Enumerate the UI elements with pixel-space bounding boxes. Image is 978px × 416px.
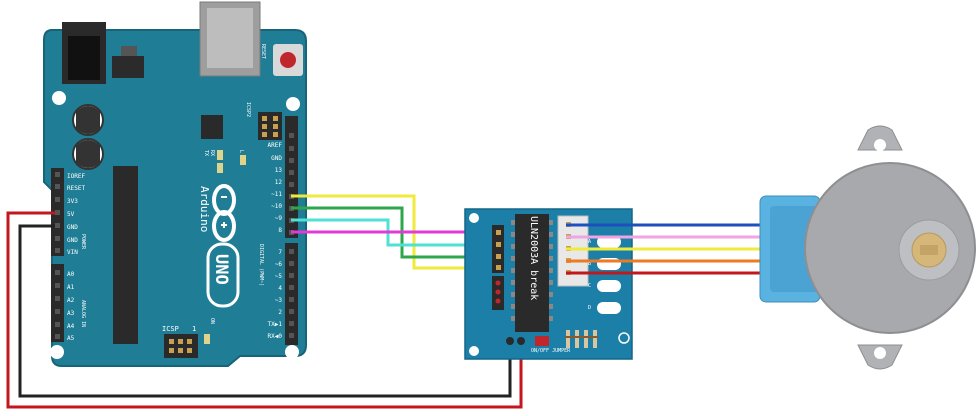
pin-label-4: 4 <box>278 285 282 292</box>
digital-section-label: DIGITAL (PWM~) <box>258 244 264 286</box>
led-label-d: D <box>588 305 591 311</box>
pin-label-rx0: RX◀0 <box>268 333 283 340</box>
wire-5v-red <box>6 211 523 409</box>
power-section-label: POWER <box>80 234 86 250</box>
driver-input-header <box>492 225 504 273</box>
pin-label-gnd: GND <box>67 237 78 244</box>
pin-label-7: 7 <box>278 249 282 256</box>
atmega-chip <box>113 166 138 344</box>
icsp-pin1-label: 1 <box>192 325 196 333</box>
mounting-hole <box>286 97 300 111</box>
analog-section-label: ANALOG IN <box>80 300 86 327</box>
uno-text: UNO <box>211 254 231 285</box>
usb-port <box>199 1 261 77</box>
mounting-hole <box>285 345 299 359</box>
pin-label-11: ~11 <box>271 191 282 198</box>
driver-led-a <box>597 236 621 248</box>
pin-label-3: ~3 <box>275 297 283 304</box>
reset-label: RESET <box>260 44 266 59</box>
pin-label-a4: A4 <box>67 323 75 330</box>
driver-extra-pins <box>492 276 504 310</box>
pin-label-reset: RESET <box>67 185 85 192</box>
led-label-a: A <box>588 239 591 245</box>
driver-led-c <box>597 280 621 292</box>
pin-label-8: 8 <box>278 227 282 234</box>
voltage-regulator <box>112 46 144 78</box>
driver-chip-label: ULN2003A break <box>528 216 539 300</box>
stepper-motor <box>759 125 976 370</box>
pin-label-aref: AREF <box>268 142 283 149</box>
pin-label-2: 2 <box>278 309 282 316</box>
usb-chip <box>201 115 223 139</box>
pin-label-12: 12 <box>275 179 283 186</box>
icsp2-header <box>258 112 282 140</box>
pin-label-gnd: GND <box>271 155 282 162</box>
l-led-label: L <box>238 150 244 153</box>
arduino-uno-board <box>43 29 307 367</box>
reset-button[interactable] <box>273 44 303 76</box>
pin-label-tx1: TX▶1 <box>268 321 283 328</box>
mounting-hole <box>50 345 64 359</box>
pin-label-a1: A1 <box>67 284 75 291</box>
capacitor <box>72 138 104 170</box>
pin-label-5v: 5V <box>67 211 75 218</box>
icsp2-label: ICSP2 <box>245 102 251 117</box>
analog-header <box>51 264 64 342</box>
on-label: ON <box>209 318 215 324</box>
icsp-label: ICSP <box>162 325 179 333</box>
led-label-b: B <box>588 261 591 267</box>
pin-label-a5: A5 <box>67 335 75 342</box>
driver-led-d <box>597 302 621 314</box>
pin-label-3v3: 3V3 <box>67 198 78 205</box>
pin-label-6: ~6 <box>275 261 283 268</box>
on-off-jumper[interactable] <box>535 336 549 346</box>
wire-gnd-black <box>18 224 512 398</box>
arduino-logo <box>212 184 236 242</box>
pin-label-9: ~9 <box>275 215 283 222</box>
driver-resistors <box>565 330 598 348</box>
arduino-brand-text: Arduino <box>198 186 211 232</box>
mounting-hole <box>52 91 66 105</box>
pin-label-a3: A3 <box>67 310 75 317</box>
pin-label-a2: A2 <box>67 297 75 304</box>
uno-badge: UNO <box>206 242 240 308</box>
driver-power-pins <box>506 337 525 345</box>
digital-header-bottom <box>285 243 298 345</box>
pin-label-gnd: GND <box>67 224 78 231</box>
pin-label-a0: A0 <box>67 271 75 278</box>
jumper-label: ON/OFF JUMPER <box>531 348 571 354</box>
tx-label: TX <box>203 150 209 156</box>
capacitor <box>72 104 104 136</box>
pin-label-ioref: IOREF <box>67 173 85 180</box>
pin-label-13: 13 <box>275 167 283 174</box>
rx-led <box>217 163 223 173</box>
uln2003-chip <box>511 214 553 332</box>
on-led <box>204 334 210 344</box>
pin-label-10: ~10 <box>271 203 282 210</box>
pin-label-5: ~5 <box>275 273 283 280</box>
pin-label-vin: VIN <box>67 249 78 256</box>
power-header <box>51 168 64 256</box>
power-jack <box>62 22 106 84</box>
tx-led <box>217 150 223 160</box>
led-label-c: C <box>588 283 591 289</box>
rx-label: RX <box>209 150 215 156</box>
board-logo-icon <box>618 332 630 344</box>
l-led <box>240 155 246 165</box>
icsp-header <box>164 334 198 358</box>
